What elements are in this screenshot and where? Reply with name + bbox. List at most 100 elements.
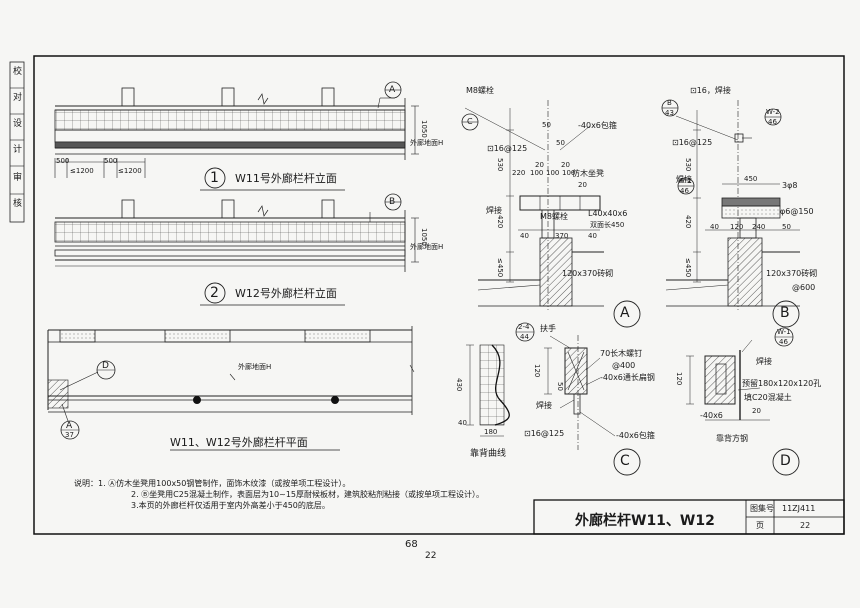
- callout-ref: 37: [65, 431, 74, 439]
- callout-letter: B: [389, 197, 396, 207]
- detail-a-angle-label: L40x40x6: [588, 209, 628, 218]
- dimension-label: 1050: [420, 120, 428, 138]
- dimension-label: 500: [56, 157, 70, 165]
- dimension-label: ≤450: [496, 258, 504, 278]
- elevation-w11-drawing: [54, 81, 419, 178]
- detail-b-marker: [772, 300, 800, 328]
- dimension-label: 40: [520, 232, 529, 240]
- dimension-label: 20: [535, 161, 544, 169]
- dimension-label: 100: [562, 169, 576, 177]
- detail-c-weld-label: 焊接: [536, 401, 552, 410]
- dimension-label: 530: [684, 158, 692, 172]
- dimension-label: 40: [710, 223, 719, 231]
- dimension-label: 40: [458, 419, 467, 427]
- detail-a-rebar-label: ⊡16@125: [487, 144, 528, 153]
- dimension-label: 420: [684, 215, 692, 229]
- margin-mark: 对: [13, 93, 23, 103]
- callout-ref: 46: [680, 187, 689, 195]
- sheet-border: [33, 55, 845, 535]
- margin-mark: 计: [13, 145, 23, 155]
- margin-mark: 核: [13, 199, 23, 209]
- dimension-label: 120: [675, 372, 683, 386]
- detail-c-rebar-label: ⊡16@125: [524, 429, 565, 438]
- elevation-w12-number: 2: [210, 285, 219, 301]
- atlas-number: 11ZJ411: [782, 504, 816, 513]
- dimension-label: 370: [555, 232, 569, 240]
- callout-letter: A: [66, 421, 73, 431]
- elevation-w12-title: W12号外廊栏杆立面: [235, 287, 337, 300]
- dimension-label: 50: [782, 223, 791, 231]
- detail-a-weld-label: 焊接: [486, 206, 502, 215]
- dimension-label: 50: [556, 139, 565, 147]
- detail-b-steel2-label: φ6@150: [780, 207, 814, 216]
- dimension-label: 500: [104, 157, 118, 165]
- detail-d-weld-label: 焊接: [756, 357, 772, 366]
- callout-letter: C: [467, 117, 473, 126]
- callout-letter: W-2: [766, 108, 780, 116]
- dimension-label: 100: [546, 169, 560, 177]
- detail-c-screw-label: 70长木螺钉: [600, 349, 643, 358]
- detail-a-seat-label: 仿木坐凳: [572, 169, 604, 178]
- detail-a-wrap-label: -40x6包箍: [578, 121, 617, 130]
- note-line: 2. Ⓑ坐凳用C25混凝土制作，表面层为10~15厚耐候板材，建筑胶粘剂粘接（或…: [131, 490, 484, 499]
- detail-d-drawing: [686, 327, 800, 476]
- floor-label: 外廊地面H: [410, 139, 444, 147]
- detail-a-angle-length-label: 双面长450: [590, 221, 625, 229]
- callout-letter: 2-4: [518, 323, 530, 331]
- page-number-top: 68: [405, 539, 418, 550]
- dimension-label: ≤450: [684, 258, 692, 278]
- detail-a-marker: [613, 300, 641, 328]
- detail-a-bolt2-label: M8螺栓: [540, 212, 568, 221]
- detail-c-drawing: [544, 335, 641, 476]
- detail-b-rebar-top-label: ⊡16，焊接: [690, 86, 731, 95]
- detail-a-wall-label: 120x370砖砌: [562, 269, 614, 278]
- detail-b-weld-label: 焊接: [676, 175, 692, 184]
- page-label: 页: [756, 521, 764, 530]
- detail-b-drawing: [661, 99, 800, 328]
- dimension-label: 220: [512, 169, 526, 177]
- dimension-label: 50: [542, 121, 551, 129]
- detail-d-back-steel-label: 靠背方钢: [716, 434, 748, 443]
- detail-a-drawing: [461, 100, 641, 328]
- floor-label: 外廊地面H: [410, 243, 444, 251]
- detail-c-screw-spacing-label: @400: [612, 361, 636, 370]
- callout-ref: 46: [768, 118, 777, 126]
- dimension-label: 40: [588, 232, 597, 240]
- plan-floor-label: 外廊地面H: [238, 363, 272, 371]
- detail-b-letter: B: [780, 305, 790, 321]
- detail-c-wrap-label: -40x6包箍: [616, 431, 655, 440]
- dimension-label: 530: [496, 158, 504, 172]
- drawing-title: 外廊栏杆W11、W12: [575, 513, 715, 529]
- callout-ref: 43: [665, 109, 674, 117]
- detail-d-concrete-label: 填C20混凝土: [744, 393, 792, 402]
- dimension-label: 420: [496, 215, 504, 229]
- detail-c-letter: C: [620, 453, 630, 469]
- detail-b-steel-label: 3φ8: [782, 181, 798, 190]
- detail-a-bolt-label: M8螺栓: [466, 86, 494, 95]
- dimension-label: 50: [556, 382, 564, 391]
- margin-mark: 设: [13, 119, 23, 129]
- dimension-label: 20: [561, 161, 570, 169]
- detail-a-letter: A: [620, 305, 630, 321]
- dimension-label: 120: [533, 364, 541, 378]
- margin-mark: 校: [13, 67, 23, 77]
- detail-d-flat-label: -40x6: [700, 411, 723, 420]
- elevation-w11-number-circle: [204, 167, 226, 189]
- curve-title: 靠背曲线: [470, 449, 507, 459]
- plan-title: W11、W12号外廊栏杆平面: [170, 436, 308, 449]
- notes-block: 说明：1. Ⓐ仿木坐凳用100x50钢管制作，面饰木纹漆（或按单项工程设计）。 …: [74, 478, 484, 511]
- callout-letter: D: [102, 361, 109, 371]
- callout-letter: A: [389, 85, 396, 95]
- detail-d-hole-label: 预留180x120x120孔: [742, 379, 822, 388]
- curve-drawing: [466, 322, 535, 437]
- elevation-w11-title: W11号外廊栏杆立面: [235, 172, 337, 185]
- callout-letter: B: [667, 99, 672, 107]
- detail-c-handrail-label: 扶手: [540, 324, 556, 333]
- note-line: 3.本页的外廊栏杆仅适用于室内外高差小于450的底层。: [131, 501, 330, 510]
- callout-ref: 44: [520, 333, 529, 341]
- dimension-label: 100: [530, 169, 544, 177]
- dimension-label: 20: [578, 181, 587, 189]
- dimension-label: 1050: [420, 228, 428, 246]
- callout-ref: 46: [779, 338, 788, 346]
